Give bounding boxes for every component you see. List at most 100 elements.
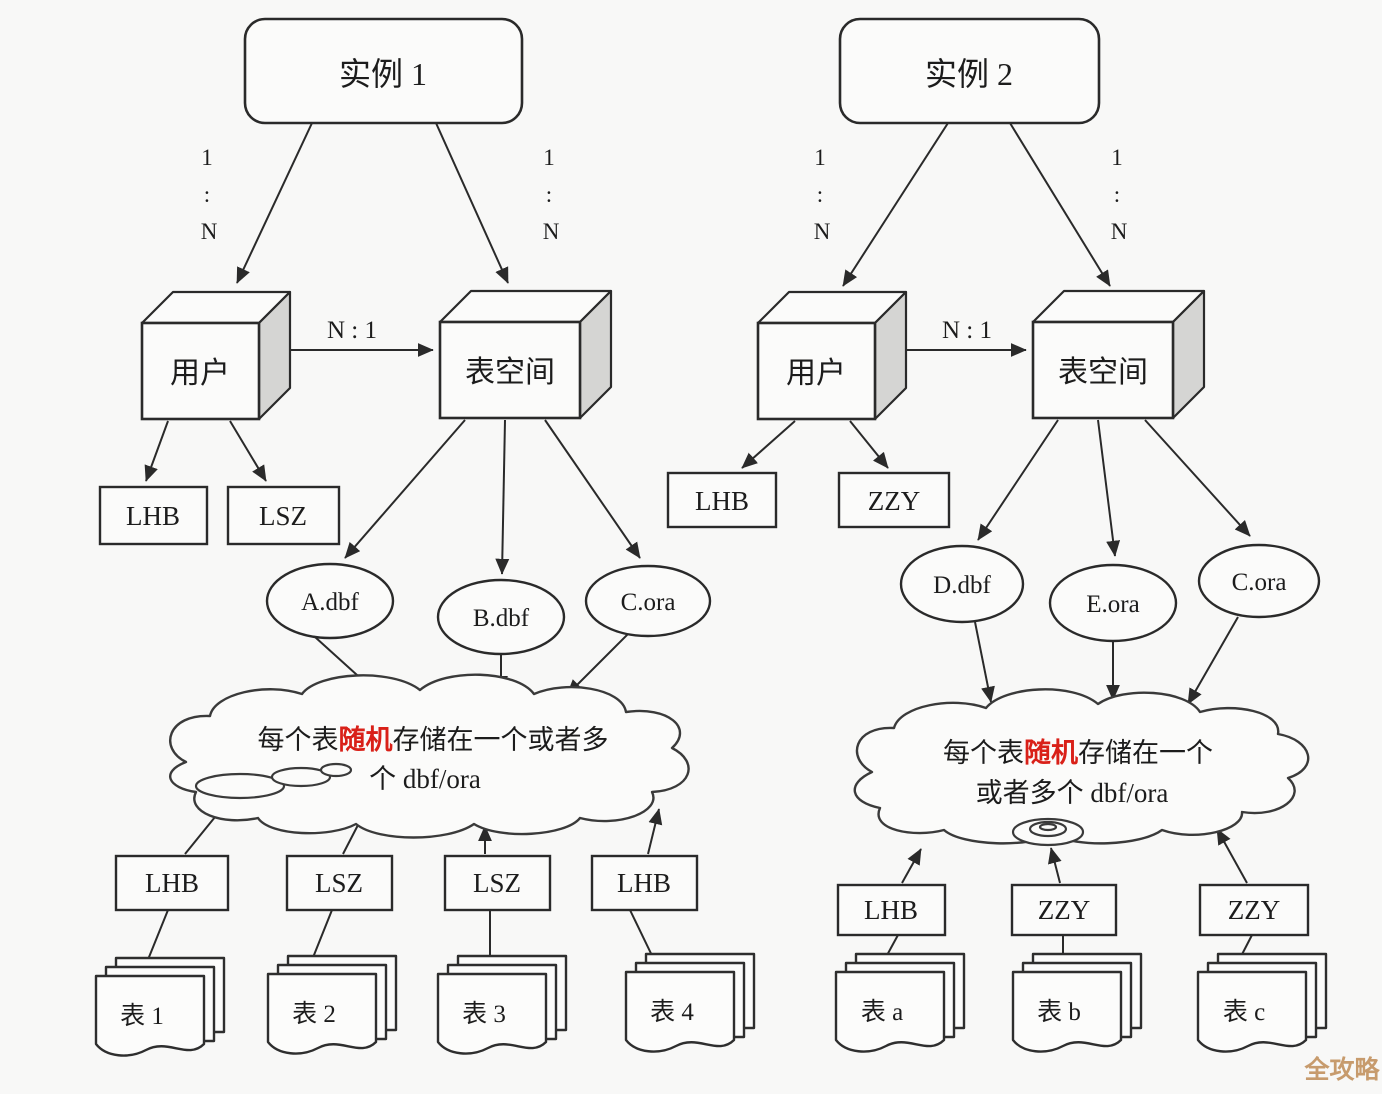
cube-front-face (438, 320, 582, 420)
relation-1n-right-1: 1 : N (814, 145, 831, 244)
schema-box-zzy-right: ZZY (837, 471, 951, 529)
cloud-shape (169, 673, 690, 839)
relation-one: 1 (543, 145, 555, 170)
arrow-instance2-to-tablespace (1009, 122, 1111, 287)
user-cube-right: 用户 (756, 290, 908, 421)
arrow-user1-to-lsz (229, 420, 267, 482)
cube-front-face (140, 321, 261, 421)
table-doc-label: 表 c (1223, 998, 1265, 1026)
datafile-ellipse (1197, 543, 1321, 619)
datafile-cora-right: C.ora (1197, 543, 1321, 619)
instance-1-label: 实例 1 (339, 56, 427, 92)
arrow-owner-c-to-cloud (1216, 828, 1248, 884)
schema-label: LSZ (259, 501, 307, 531)
arrow-ddbf-to-cloud (974, 621, 995, 703)
relation-one: 1 (1111, 145, 1123, 170)
datafile-eora: E.ora (1048, 563, 1178, 643)
owner-box (590, 854, 699, 912)
arrow-tablespace1-to-adbf (344, 419, 466, 559)
datafile-cora-left: C.ora (584, 564, 712, 638)
relation-one: 1 (814, 145, 826, 170)
tablespace-cube-left-label: 表空间 (465, 356, 555, 389)
relation-n: N (543, 219, 560, 244)
relation-n1-right-label: N : 1 (942, 317, 992, 344)
schema-label: ZZY (868, 486, 920, 516)
relation-n1-left-label: N : 1 (327, 317, 377, 344)
cloud-note-left: 每个表随机存储在一个或者多 个 dbf/ora (169, 673, 690, 839)
schema-box (666, 471, 778, 529)
table-doc-a: 表 a (834, 952, 966, 1053)
relation-1n-left-1: 1 : N (201, 145, 218, 244)
schema-box-lhb-left: LHB (98, 485, 209, 546)
owner-label: LSZ (473, 868, 521, 898)
relation-colon: : (817, 182, 823, 207)
arrow-tablespace2-to-eora (1097, 419, 1121, 557)
table-doc-4: 表 4 (624, 952, 756, 1053)
owner-box (1198, 883, 1310, 937)
table-doc-label: 表 4 (650, 998, 694, 1026)
arrow-owner-b-to-cloud (1048, 847, 1062, 884)
arrow-tablespace2-to-cora (1144, 419, 1251, 537)
relation-one: 1 (201, 145, 213, 170)
relation-colon: : (1114, 182, 1120, 207)
instance-2-node: 实例 2 (838, 17, 1101, 125)
cloud-left-line2: 个 dbf/ora (369, 764, 481, 794)
arrow-user2-to-lhb (741, 420, 796, 469)
relation-n: N (1111, 219, 1128, 244)
schema-box (226, 485, 341, 546)
table-doc-b: 表 b (1011, 952, 1143, 1053)
datafile-ellipse (899, 544, 1025, 624)
relation-n: N (201, 219, 218, 244)
cloud-right-line2: 或者多个 dbf/ora (976, 778, 1169, 808)
datafile-label: C.ora (621, 589, 676, 616)
relation-1n-left-2: 1 : N (543, 145, 560, 244)
relation-1n-right-2: 1 : N (1111, 145, 1128, 244)
arrow-owner-a-to-cloud (901, 848, 922, 884)
datafile-ellipse (265, 562, 395, 640)
tablespace-cube-right: 表空间 (1031, 289, 1206, 420)
owner-box-right-1: LHB (836, 883, 947, 937)
schema-box-lhb-right: LHB (666, 471, 778, 529)
relation-colon: : (204, 182, 210, 207)
user-cube-left: 用户 (140, 290, 292, 421)
owner-box-right-3: ZZY (1198, 883, 1310, 937)
arrow-tablespace1-to-bdbf (495, 419, 510, 575)
owner-box-left-1: LHB (114, 854, 230, 912)
datafile-label: D.dbf (933, 572, 991, 599)
owner-box (114, 854, 230, 912)
cube-front-face (1031, 320, 1175, 420)
cloud-puff (194, 772, 286, 800)
owner-box-left-2: LSZ (285, 854, 394, 912)
table-doc-2: 表 2 (266, 954, 398, 1055)
arrow-instance1-to-user (236, 122, 313, 284)
datafile-ddbf: D.dbf (899, 544, 1025, 624)
cloud-left-line1: 每个表随机存储在一个或者多 (258, 725, 609, 755)
owner-label: LHB (864, 895, 918, 925)
instance-1-node: 实例 1 (243, 17, 524, 125)
relation-colon: : (546, 182, 552, 207)
arrow-tablespace1-to-cora (544, 419, 641, 559)
table-doc-label: 表 b (1037, 998, 1081, 1026)
user-cube-left-label: 用户 (170, 357, 230, 390)
arrow-user1-to-lhb (144, 420, 169, 482)
schema-label: LHB (695, 486, 749, 516)
owner-label: LHB (617, 868, 671, 898)
owner-box (1010, 883, 1118, 937)
table-doc-label: 表 a (861, 998, 903, 1026)
cloud-puff (270, 766, 332, 788)
owner-box (836, 883, 947, 937)
cube-front-face (756, 321, 877, 421)
arrow-tablespace2-to-ddbf (977, 419, 1059, 541)
datafile-bdbf: B.dbf (436, 578, 566, 656)
instance-1-box (243, 17, 524, 125)
cloud-note-right: 每个表随机存储在一个 或者多个 dbf/ora (853, 688, 1310, 847)
owner-box-right-2: ZZY (1010, 883, 1118, 937)
datafile-ellipse (584, 564, 712, 638)
instance-2-box (838, 17, 1101, 125)
owner-box-left-3: LSZ (443, 854, 552, 912)
arrow-instance1-to-tablespace (435, 122, 509, 284)
table-doc-c: 表 c (1196, 952, 1328, 1053)
